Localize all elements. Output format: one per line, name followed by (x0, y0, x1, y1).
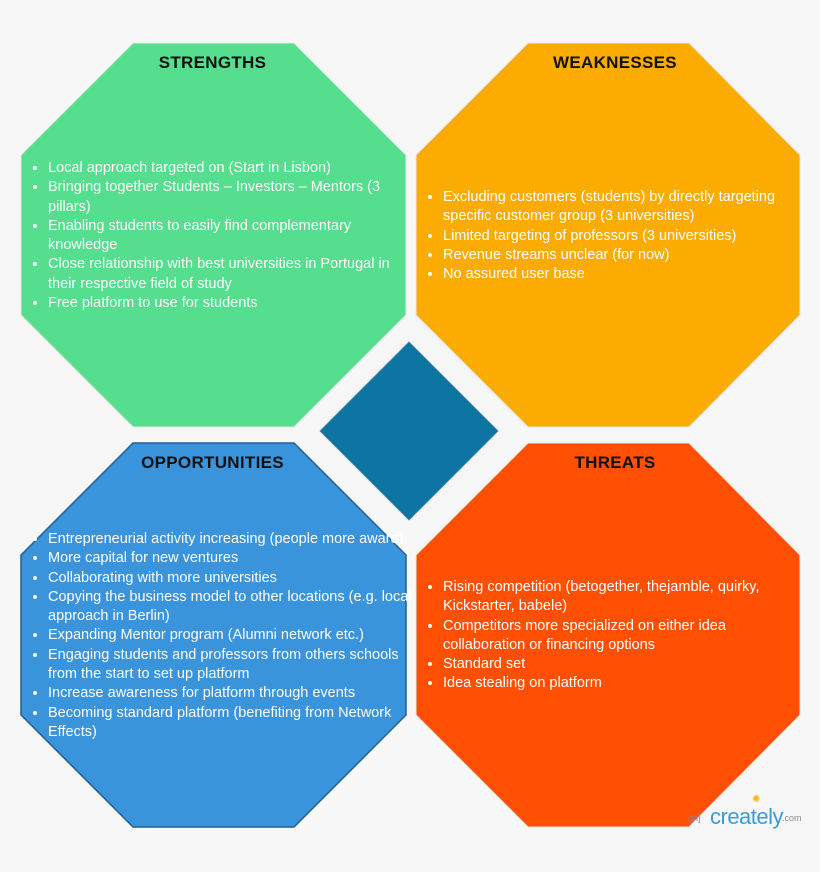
strengths-panel: STRENGTHS Local approach targeted on (St… (0, 0, 410, 435)
list-item: Engaging students and professors from ot… (48, 646, 420, 685)
list-item: Competitors more specialized on either i… (443, 617, 808, 656)
list-item: Limited targeting of professors (3 unive… (443, 227, 819, 246)
strengths-list: Local approach targeted on (Start in Lis… (24, 159, 420, 313)
list-item: Becoming standard platform (benefiting f… (48, 704, 420, 743)
list-item: More capital for new ventures (48, 549, 420, 568)
opportunities-octagon (20, 442, 407, 828)
list-item: Close relationship with best universitie… (48, 255, 420, 294)
threats-panel: THREATS Rising competition (betogether, … (410, 435, 820, 872)
weaknesses-octagon (415, 42, 801, 428)
threats-list: Rising competition (betogether, thejambl… (419, 578, 808, 694)
list-item: Bringing together Students – Investors –… (48, 178, 420, 217)
threats-octagon (415, 442, 801, 828)
list-item: Revenue streams unclear (for now) (443, 246, 819, 265)
watermark-prefix: gn] (688, 813, 701, 823)
list-item: Excluding customers (students) by direct… (443, 188, 819, 227)
opportunities-title: OPPORTUNITIES (141, 453, 284, 472)
list-item: Free platform to use for students (48, 294, 420, 313)
list-item: Entrepreneurial activity increasing (peo… (48, 530, 420, 549)
opportunities-panel: OPPORTUNITIES Entrepreneurial activity i… (0, 435, 412, 872)
list-item: Copying the business model to other loca… (48, 588, 420, 627)
list-item: Standard set (443, 655, 808, 674)
list-item: Expanding Mentor program (Alumni network… (48, 626, 420, 645)
list-item: Local approach targeted on (Start in Lis… (48, 159, 420, 178)
creately-watermark: gn] creately .com ✺ (688, 794, 808, 830)
threats-title: THREATS (574, 453, 656, 472)
lightbulb-icon: ✺ (752, 794, 761, 805)
weaknesses-title: WEAKNESSES (553, 53, 677, 72)
center-diamond (318, 340, 500, 522)
list-item: Enabling students to easily find complem… (48, 217, 420, 256)
opportunities-list: Entrepreneurial activity increasing (peo… (24, 530, 420, 742)
list-item: Rising competition (betogether, thejambl… (443, 578, 808, 617)
list-item: Idea stealing on platform (443, 674, 808, 693)
weaknesses-panel: WEAKNESSES Excluding customers (students… (410, 0, 820, 435)
list-item: Increase awareness for platform through … (48, 684, 420, 703)
strengths-octagon (20, 42, 407, 428)
list-item: Collaborating with more universities (48, 569, 420, 588)
weaknesses-list: Excluding customers (students) by direct… (419, 188, 819, 284)
list-item: No assured user base (443, 265, 819, 284)
watermark-brand: creately (710, 804, 784, 829)
strengths-title: STRENGTHS (158, 53, 267, 72)
watermark-domain: .com (782, 813, 802, 823)
